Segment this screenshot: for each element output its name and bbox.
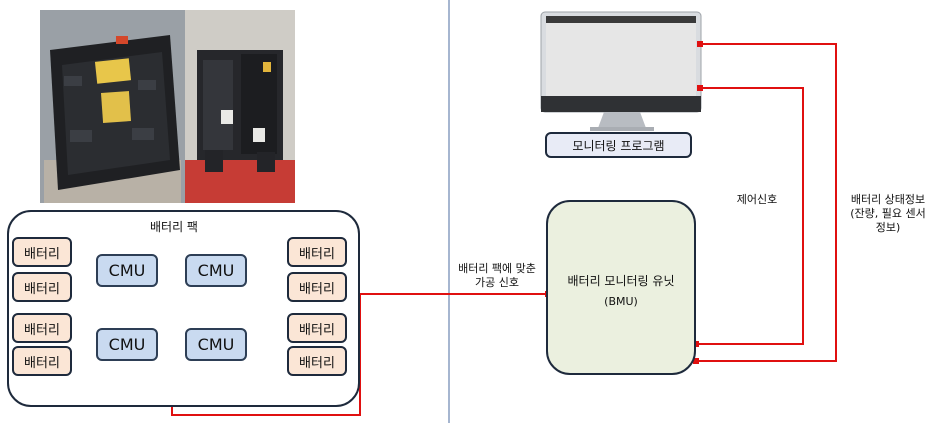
battery-cell: 배터리 — [287, 272, 347, 302]
cmu-box: CMU — [185, 328, 247, 361]
monitor-icon — [540, 11, 702, 131]
processed-signal-line1: 배터리 팩에 맞춘 — [458, 262, 536, 275]
status-info-note: 배터리 상태정보 (잔량, 필요 센서 정보) — [838, 193, 938, 235]
cmu-box: CMU — [96, 254, 158, 287]
battery-cell: 배터리 — [287, 237, 347, 267]
battery-cell: 배터리 — [287, 346, 347, 376]
processed-signal-line2: 가공 신호 — [475, 276, 519, 289]
battery-cell: 배터리 — [287, 313, 347, 343]
cmu-box: CMU — [96, 328, 158, 361]
control-signal-note: 제어신호 — [736, 193, 778, 206]
status-info-line1: 배터리 상태정보 — [850, 193, 926, 206]
battery-cell: 배터리 — [12, 237, 72, 267]
cmu-box: CMU — [185, 254, 247, 287]
bmu-sublabel: (BMU) — [604, 295, 638, 308]
battery-cell: 배터리 — [12, 346, 72, 376]
battery-pack-title: 배터리 팩 — [150, 220, 198, 234]
battery-module-photo-art — [185, 10, 295, 203]
processed-signal-note: 배터리 팩에 맞춘 가공 신호 — [442, 262, 552, 290]
monitoring-program-label: 모니터링 프로그램 — [545, 132, 692, 158]
status-info-line3: 정보) — [875, 221, 901, 234]
bmu-box — [546, 200, 696, 375]
battery-module-photo — [185, 10, 295, 203]
status-info-line2: (잔량, 필요 센서 — [850, 207, 926, 220]
battery-pack-photo-art — [40, 10, 185, 203]
battery-cell: 배터리 — [12, 272, 72, 302]
battery-pack-photo — [40, 10, 185, 203]
bmu-label: 배터리 모니터링 유닛 — [567, 274, 675, 288]
battery-cell: 배터리 — [12, 313, 72, 343]
